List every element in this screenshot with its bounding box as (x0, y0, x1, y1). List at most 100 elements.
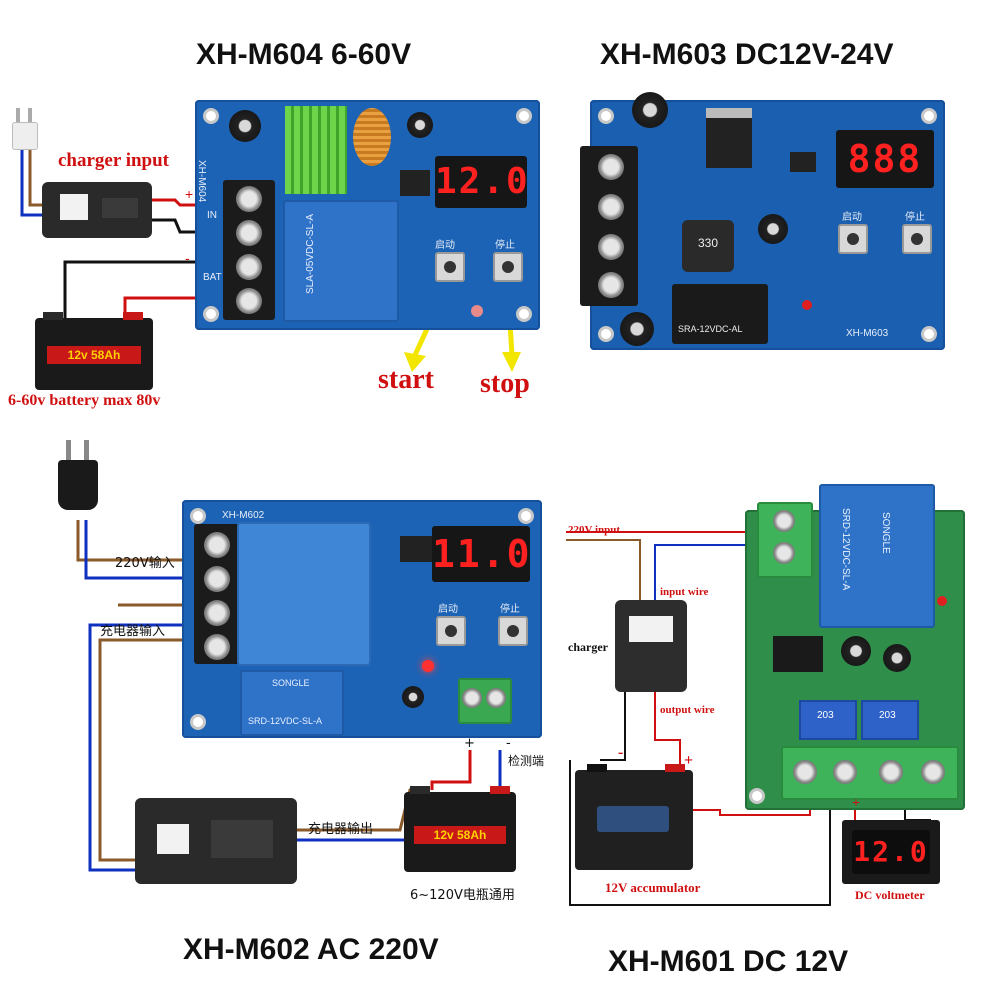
capacitor (758, 214, 788, 244)
pcb-xh-m604: XH-M604 12.0 IN BAT + - SLA-05VDC-SL-A 启… (185, 100, 540, 330)
detect-terminal-label: 检测端 (508, 754, 545, 768)
stop-button-label: 停止 (495, 240, 515, 251)
relay: SONGLE SRD-12VDC-SL-A (240, 670, 344, 736)
start-button[interactable] (838, 224, 868, 254)
capacitor (620, 312, 654, 346)
voltmeter-display: 12.0 (852, 830, 930, 874)
title-xh-m603: XH-M603 DC12V-24V (600, 38, 894, 71)
voltage-display: 11.0 (432, 526, 530, 582)
minus-label: - (506, 736, 511, 751)
power-plug-icon (58, 440, 98, 522)
potentiometer-rp1: 203 (861, 700, 919, 740)
title-xh-m604: XH-M604 6-60V (196, 38, 412, 71)
charger-input-label: charger input (58, 150, 170, 171)
charger-adapter (135, 798, 297, 884)
start-button[interactable] (436, 616, 466, 646)
potentiometer-rp2: 203 (799, 700, 857, 740)
capacitor (632, 92, 668, 128)
battery-602: 12v 58Ah (404, 786, 516, 872)
led (422, 660, 434, 672)
pcb-xh-m602: XH-M602 11.0 启动 停止 SONGLE SRD-12VDC-SL-A (182, 500, 542, 738)
charger-adapter (615, 600, 687, 692)
terminal-in-label: IN (207, 210, 217, 221)
relay-brand: SONGLE (880, 512, 891, 554)
capacitor (883, 644, 911, 672)
dc-voltmeter: 12.0 (842, 820, 940, 884)
stop-label: stop (480, 368, 530, 399)
charger-adapter (42, 182, 152, 238)
chip (400, 536, 432, 562)
terminal-bat-label: BAT (203, 272, 222, 283)
input-wire-label: input wire (660, 586, 709, 598)
start-label: start (378, 364, 434, 395)
regulator (706, 108, 752, 168)
heatsink (285, 106, 347, 194)
relay: SRA-12VDC-AL (672, 284, 768, 344)
charger-label: charger (568, 640, 608, 654)
board-name: XH-M602 (222, 510, 265, 521)
charger-input-label: 充电器输入 (100, 624, 166, 639)
voltmeter-label: DC voltmeter (855, 888, 925, 902)
led (802, 300, 812, 310)
plus-label: + (185, 186, 194, 202)
capacitor (841, 636, 871, 666)
battery-label: 12v 58Ah (414, 826, 506, 844)
voltmeter-plus-label: + (852, 796, 860, 811)
battery-caption: 6-60v battery max 80v (8, 392, 161, 409)
input-220v-label: 220V input (568, 524, 621, 536)
led (471, 305, 483, 317)
start-button[interactable] (435, 252, 465, 282)
start-button-label: 启动 (842, 212, 862, 223)
relay-text: SRD-12VDC-SL-A (840, 508, 851, 591)
relay: SONGLE SRD-12VDC-SL-A (819, 484, 935, 628)
stop-button[interactable] (902, 224, 932, 254)
chip (400, 170, 430, 196)
voltage-display: 12.0 (435, 156, 528, 208)
battery-minus-label: - (618, 744, 624, 761)
start-button-label: 启动 (435, 240, 455, 251)
input-220v-label: 220V输入 (115, 556, 175, 571)
relay-text: SLA-05VDC-SL-A (305, 213, 316, 294)
capacitor (407, 112, 433, 138)
capacitor (229, 110, 261, 142)
bottom-terminal (781, 746, 959, 800)
stop-button-label: 停止 (500, 604, 520, 615)
terminal-block (194, 524, 240, 664)
title-xh-m602: XH-M602 AC 220V (183, 933, 439, 966)
relay-text: SRA-12VDC-AL (678, 324, 743, 334)
start-button-label: 启动 (438, 604, 458, 615)
battery-caption: 6~120V电瓶通用 (410, 888, 515, 903)
battery-label: 12v 58Ah (47, 346, 141, 364)
stop-button[interactable] (493, 252, 523, 282)
capacitor (402, 686, 424, 708)
relay-text: SRD-12VDC-SL-A (248, 716, 323, 726)
voltage-display: 888 (836, 130, 934, 188)
pcb-xh-m601: SONGLE SRD-12VDC-SL-A 203 203 (745, 484, 965, 810)
relay-brand: SONGLE (272, 678, 310, 688)
board-name: XH-M604 (196, 160, 207, 203)
relay: SLA-05VDC-SL-A (283, 200, 399, 322)
power-plug-icon (12, 108, 38, 152)
output-wire-label: output wire (660, 704, 715, 716)
inductor-coil (353, 108, 391, 166)
plus-label: + (464, 736, 475, 751)
terminal-block (223, 180, 275, 320)
chip (790, 152, 816, 172)
battery-604: 12v 58Ah (35, 312, 153, 390)
minus-label: - (185, 250, 190, 266)
accumulator-label: 12V accumulator (605, 880, 701, 895)
green-terminal (458, 678, 512, 724)
stop-button[interactable] (498, 616, 528, 646)
inductor: 330 (682, 220, 734, 272)
green-terminal (757, 502, 813, 578)
stop-button-label: 停止 (905, 212, 925, 223)
terminal-block (580, 146, 638, 306)
battery-plus-label: + (684, 752, 694, 769)
inductor-label: 330 (697, 236, 719, 250)
transformer (237, 522, 371, 666)
title-xh-m601: XH-M601 DC 12V (608, 945, 849, 978)
led (937, 596, 947, 606)
pcb-xh-m603: 888 330 SRA-12VDC-AL 启动 停止 XH-M603 (580, 92, 945, 350)
charger-output-label: 充电器输出 (308, 822, 374, 837)
chip (773, 636, 823, 672)
